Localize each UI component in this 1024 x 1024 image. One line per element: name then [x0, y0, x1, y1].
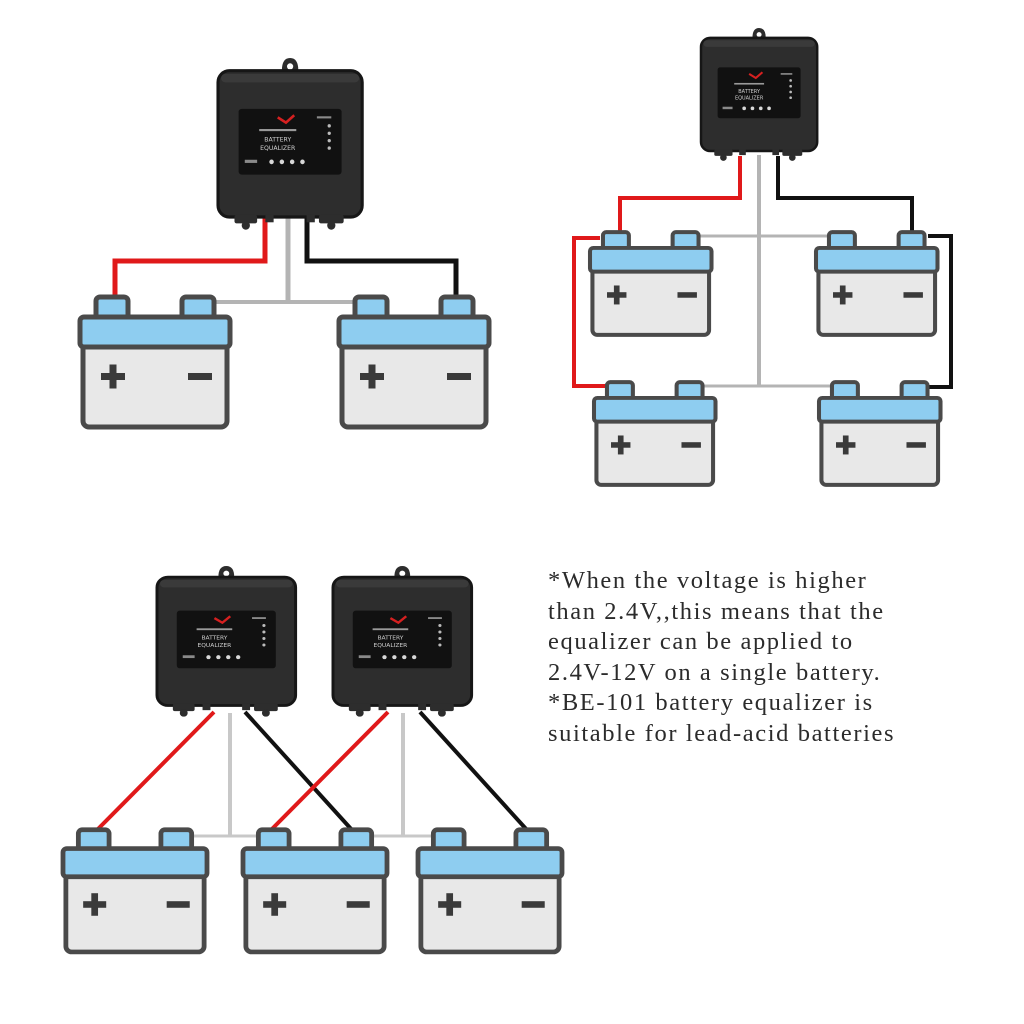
battery [816, 232, 938, 335]
battery [590, 232, 712, 335]
positive-series-wire [572, 236, 606, 388]
equalizer-device [155, 564, 298, 719]
equalizer-device [216, 56, 364, 232]
negative-series-wire [925, 234, 953, 389]
equalizer-device [331, 564, 474, 719]
battery [243, 830, 387, 952]
negative-wire [304, 216, 459, 298]
notes-block: *When the voltage is higher than 2.4V,,t… [548, 566, 1008, 749]
positive-wire [618, 156, 742, 232]
negative-wire [418, 710, 529, 832]
battery [63, 830, 207, 952]
note-line: than 2.4V,,this means that the [548, 597, 885, 625]
note-line: equalizer can be applied to [548, 628, 854, 655]
battery [418, 830, 562, 952]
battery [339, 297, 489, 427]
positive-wire [269, 710, 390, 832]
negative-wire [776, 156, 914, 232]
positive-wire [112, 214, 268, 298]
battery [594, 382, 716, 485]
diagram-four-batteries [572, 26, 953, 485]
note-line: *When the voltage is higher [548, 567, 868, 594]
negative-wire [243, 710, 354, 832]
note-line: 2.4V-12V on a single battery. [548, 658, 882, 686]
battery [80, 297, 230, 427]
note-line: suitable for lead-acid batteries [548, 719, 896, 747]
diagram-three-batteries [63, 564, 562, 952]
diagram-two-batteries [80, 56, 489, 427]
equalizer-device [699, 26, 819, 163]
note-line: *BE-101 battery equalizer is [548, 689, 874, 716]
positive-wire [95, 710, 216, 832]
battery [819, 382, 941, 485]
